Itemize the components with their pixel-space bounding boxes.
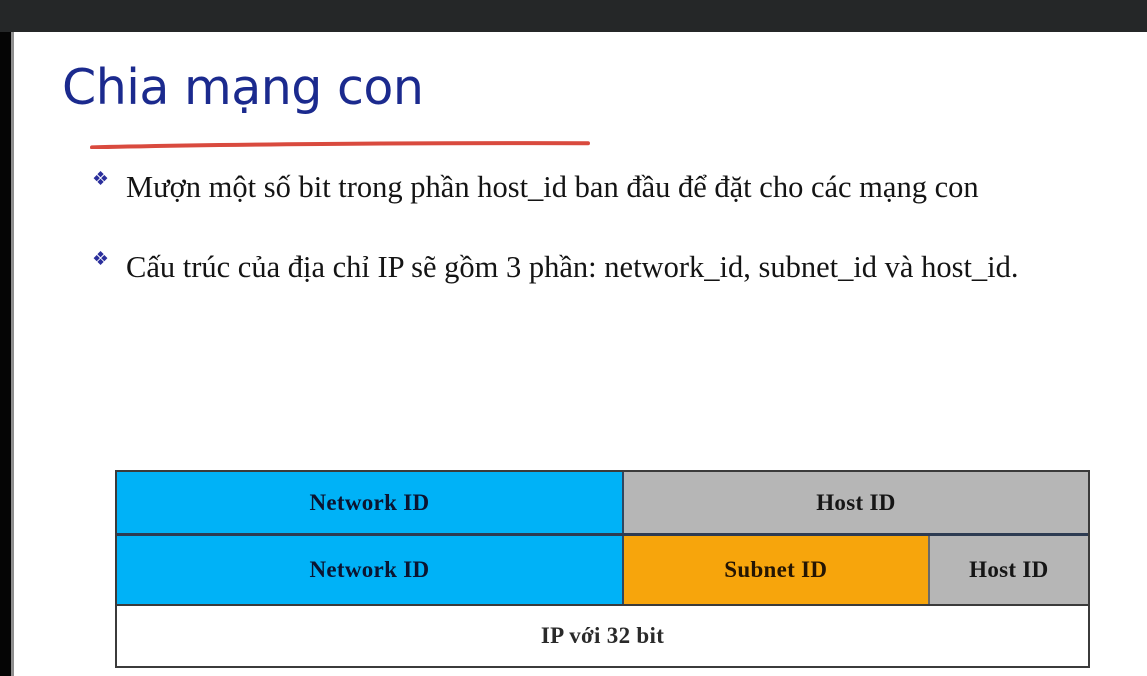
cell-host-id-row1: Host ID xyxy=(623,472,1088,533)
title-block: Chia mạng con xyxy=(62,58,702,154)
cell-subnet-id-row2: Subnet ID xyxy=(623,536,930,604)
page-title: Chia mạng con xyxy=(62,59,424,116)
bullet-text: Cấu trúc của địa chỉ IP sẽ gồm 3 phần: n… xyxy=(126,250,1019,284)
cell-ip-caption: IP với 32 bit xyxy=(117,606,1088,666)
table-row: Network ID Subnet ID Host ID xyxy=(117,536,1088,606)
table-row: Network ID Host ID xyxy=(117,472,1088,536)
cell-network-id-row1: Network ID xyxy=(117,472,624,533)
list-item: ❖ Mượn một số bit trong phần host_id ban… xyxy=(92,160,1102,214)
cell-host-id-row2: Host ID xyxy=(929,536,1088,604)
table-row: IP với 32 bit xyxy=(117,606,1088,666)
slide-canvas: Chia mạng con ❖ Mượn một số bit trong ph… xyxy=(14,32,1147,676)
diamond-bullet-icon: ❖ xyxy=(92,169,110,190)
window-top-bar xyxy=(0,0,1147,32)
bullet-text: Mượn một số bit trong phần host_id ban đ… xyxy=(126,170,979,204)
cell-network-id-row2: Network ID xyxy=(117,536,624,604)
list-item: ❖ Cấu trúc của địa chỉ IP sẽ gồm 3 phần:… xyxy=(92,240,1102,294)
title-underline-decoration xyxy=(90,141,590,149)
ip-structure-diagram: Network ID Host ID Network ID Subnet ID … xyxy=(115,470,1090,668)
window-left-bar xyxy=(0,32,11,676)
diamond-bullet-icon: ❖ xyxy=(92,249,110,270)
window-left-bar-edge xyxy=(11,32,14,676)
bullet-list: ❖ Mượn một số bit trong phần host_id ban… xyxy=(92,160,1102,320)
